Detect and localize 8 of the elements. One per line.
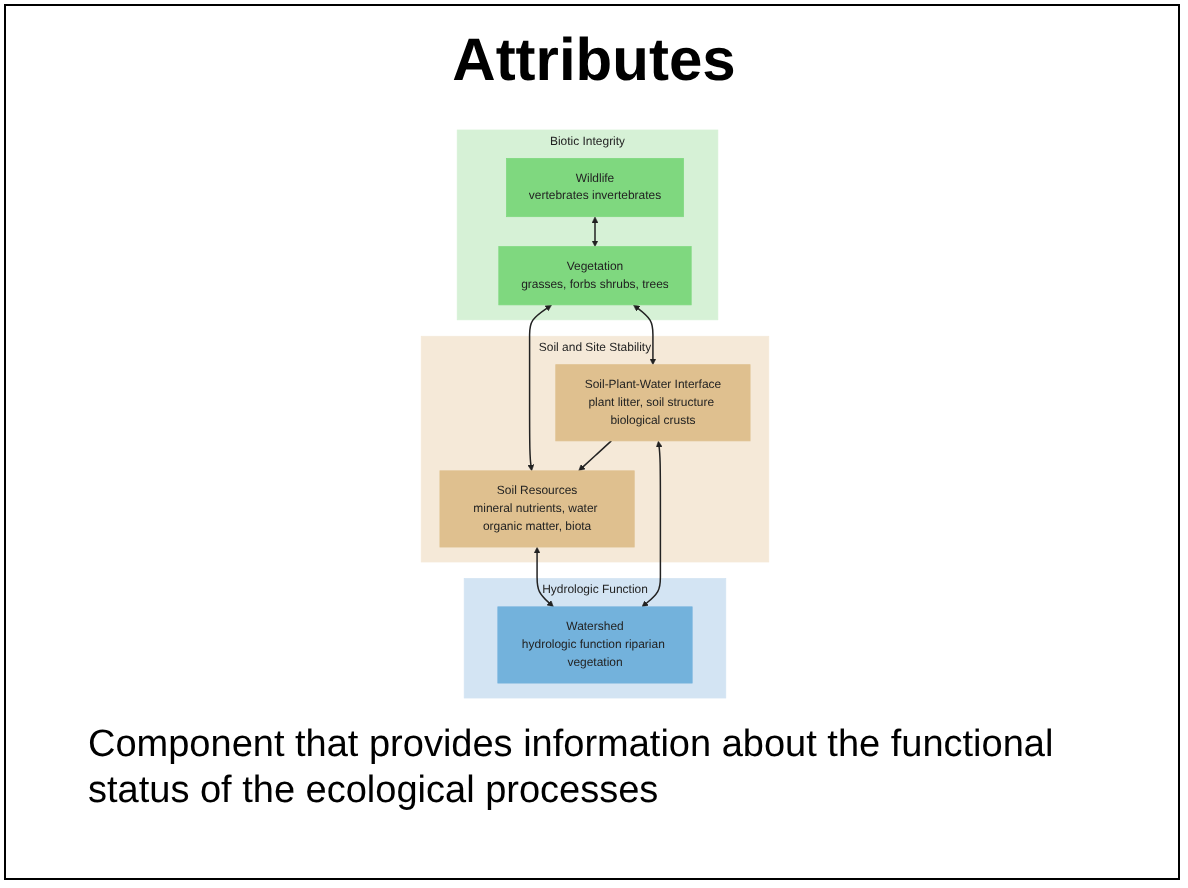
arrow [640, 440, 662, 608]
arrow [577, 440, 612, 472]
arrow [632, 304, 656, 365]
arrow [590, 216, 598, 247]
arrow [526, 304, 551, 472]
arrow [532, 547, 553, 608]
caption: Component that provides information about the functional status of the ecological processes [88, 724, 1056, 816]
slide-title: Attributes [450, 28, 738, 96]
